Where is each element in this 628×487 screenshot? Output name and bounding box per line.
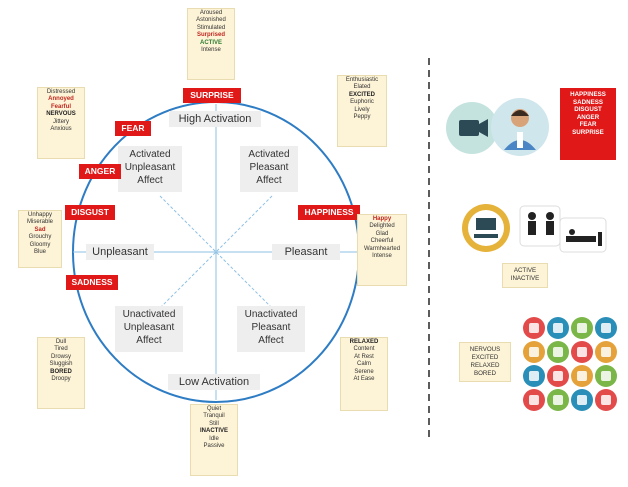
- tag-anger: ANGER: [79, 164, 121, 179]
- tag-happiness: HAPPINESS: [298, 205, 360, 220]
- high-activation-label: High Activation: [169, 111, 261, 127]
- tag-disgust: DISGUST: [65, 205, 115, 220]
- diagonal-axis-2: [159, 195, 273, 309]
- mood-icon-grid: [523, 317, 617, 411]
- tag-fear: FEAR: [115, 121, 151, 136]
- worker-icon: [528, 212, 536, 220]
- tag-sadness: SADNESS: [66, 275, 118, 290]
- tag-surprise: SURPRISE: [183, 88, 241, 103]
- pleasant-label: Pleasant: [272, 244, 340, 260]
- low-activation-label: Low Activation: [168, 374, 260, 390]
- video-user-icons: [446, 98, 549, 156]
- diagonal-axis-1: [159, 195, 273, 309]
- resting-person-icon: [566, 236, 596, 242]
- activity-icons: [462, 204, 607, 253]
- unpleasant-label: Unpleasant: [86, 244, 154, 260]
